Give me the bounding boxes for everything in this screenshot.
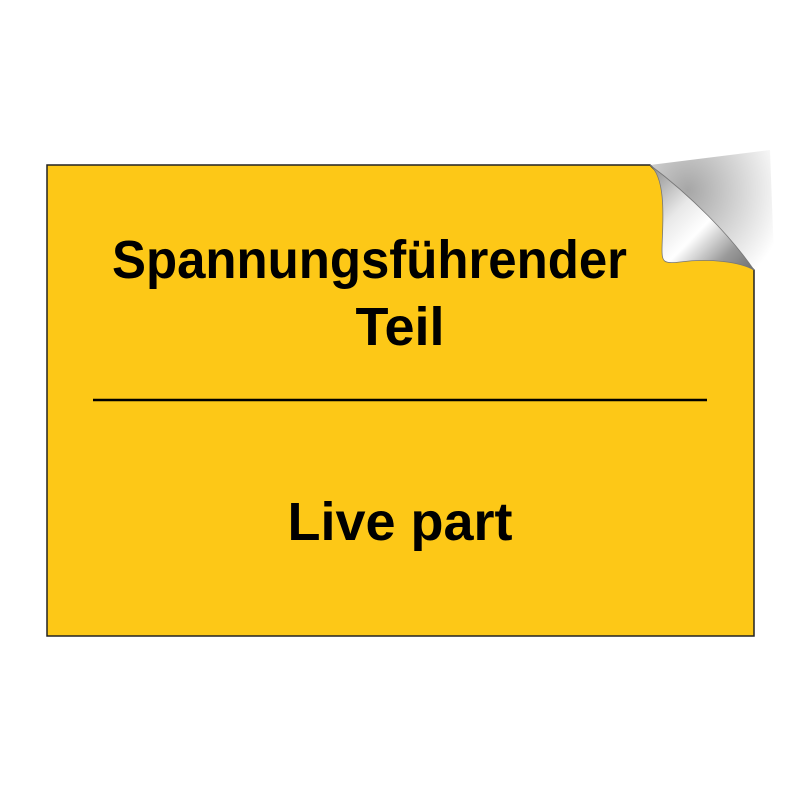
german-title-line2: Teil bbox=[355, 297, 444, 357]
peel-shadow bbox=[650, 150, 775, 285]
german-title-line1: Spannungsführender bbox=[112, 230, 627, 290]
peeled-corner-icon bbox=[649, 164, 755, 271]
english-title: Live part bbox=[287, 492, 512, 552]
